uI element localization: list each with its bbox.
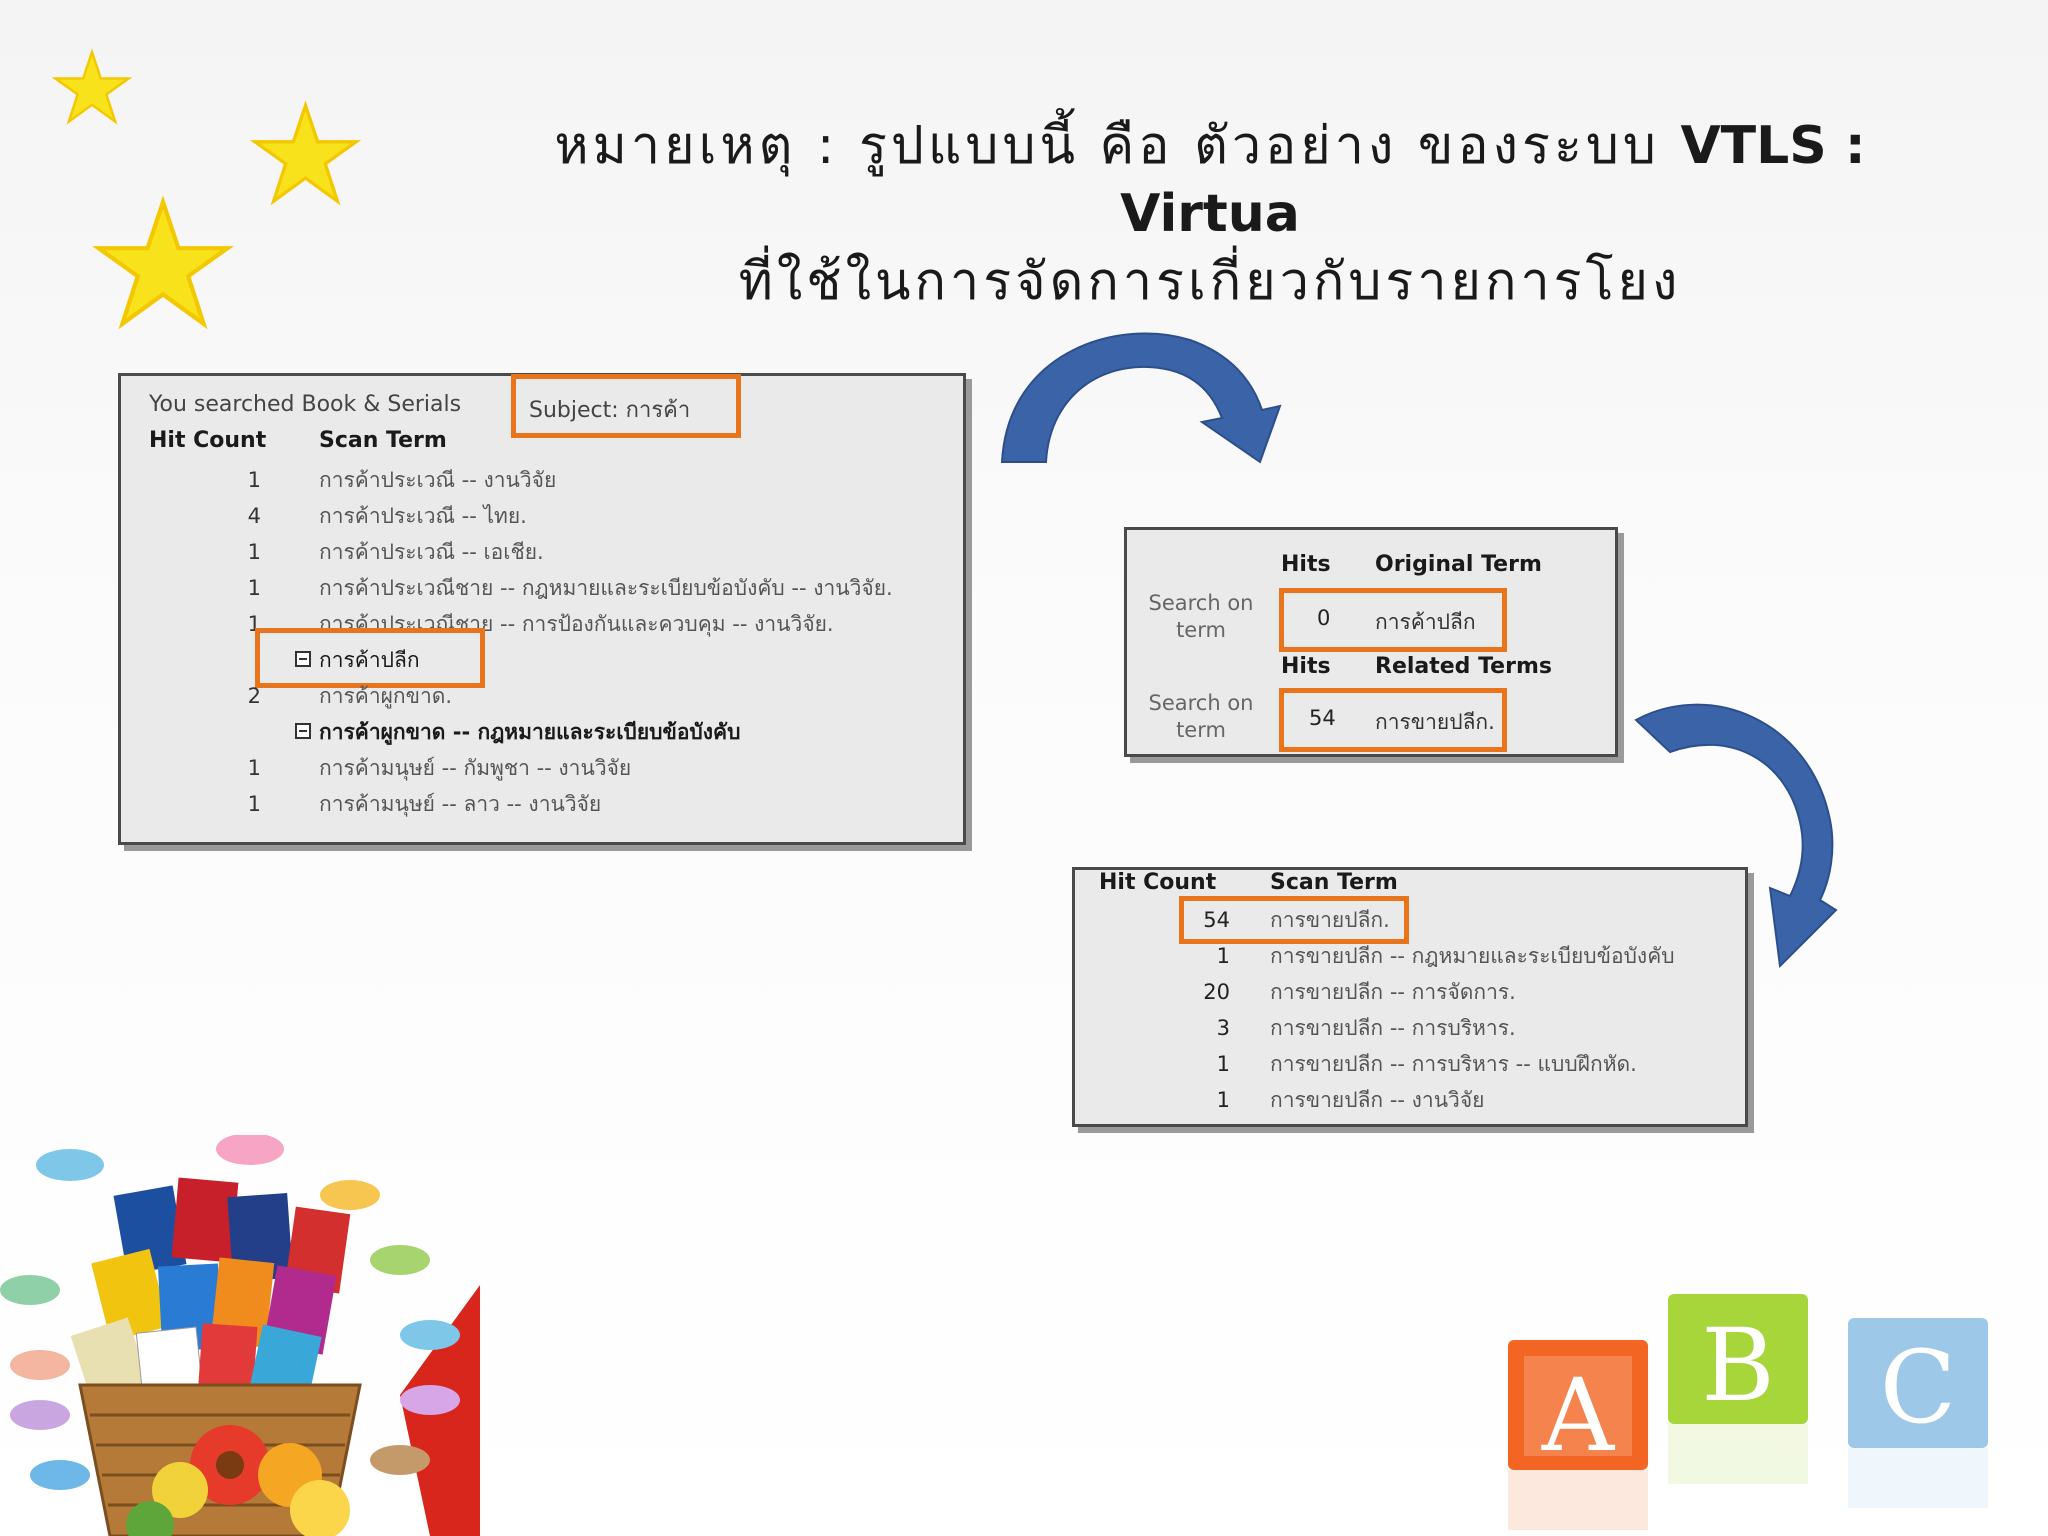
table-row[interactable]: 1 การค้ามนุษย์ -- ลาว -- งานวิจัย xyxy=(121,786,963,822)
table-row[interactable]: 4 การค้าประเวณี -- ไทย. xyxy=(121,498,963,534)
result-highlight xyxy=(1179,896,1409,944)
scan-term-link[interactable]: การค้าประเวณีชาย -- กฎหมายและระเบียบข้อบ… xyxy=(319,576,893,600)
original-term-header: Original Term xyxy=(1375,552,1542,577)
hit-count: 1 xyxy=(1216,1088,1230,1112)
hit-count: 1 xyxy=(1216,944,1230,968)
scan-term-link[interactable]: การค้ามนุษย์ -- กัมพูชา -- งานวิจัย xyxy=(319,756,632,780)
scan-term-link[interactable]: การค้าผูกขาด. xyxy=(319,684,453,708)
table-row[interactable]: 2 การค้าผูกขาด. xyxy=(121,678,963,714)
star-icon xyxy=(92,195,234,330)
table-row[interactable]: การค้าปลีก xyxy=(121,642,963,678)
scan-term-header: Scan Term xyxy=(319,428,447,453)
search-results-panel: You searched Book & Serials Subject: การ… xyxy=(118,373,966,845)
title-brand: VTLS : Virtua xyxy=(1120,116,1866,244)
table-row[interactable]: การค้าผูกขาด -- กฎหมายและระเบียบข้อบังคั… xyxy=(121,714,963,750)
searched-label: You searched Book & Serials xyxy=(149,392,462,417)
hit-count: 1 xyxy=(1216,1052,1230,1076)
collapse-icon[interactable] xyxy=(295,651,311,667)
abc-blocks-illustration: A B C xyxy=(1508,1294,1988,1530)
star-icon xyxy=(249,100,362,206)
hit-count: 54 xyxy=(1203,908,1230,932)
curved-arrow-icon xyxy=(1634,703,1838,969)
table-row[interactable]: 1 การค้าประเวณีชาย -- การป้องกันและควบคุ… xyxy=(121,606,963,642)
hit-count-header: Hit Count xyxy=(1099,870,1217,895)
related-term-highlight xyxy=(1279,688,1507,752)
scan-term-link[interactable]: การขายปลีก -- การจัดการ. xyxy=(1270,980,1516,1004)
scan-term-link[interactable]: การขายปลีก -- การบริหาร -- แบบฝึกหัด. xyxy=(1270,1052,1637,1076)
scan-term-link[interactable]: การขายปลีก -- การบริหาร. xyxy=(1270,1016,1516,1040)
hit-count-header: Hit Count xyxy=(149,428,267,453)
title-line1: หมายเหตุ : รูปแบบนี้ คือ ตัวอย่าง ของระบ… xyxy=(554,116,1660,176)
scan-term-link[interactable]: การขายปลีก. xyxy=(1270,908,1390,932)
hit-count: 3 xyxy=(1216,1016,1230,1040)
hits-header: Hits xyxy=(1281,552,1331,577)
table-row[interactable]: 1 การขายปลีก -- การบริหาร -- แบบฝึกหัด. xyxy=(1075,1046,1745,1082)
table-row[interactable]: 1 การค้าประเวณี -- งานวิจัย xyxy=(121,462,963,498)
hit-count: 1 xyxy=(247,756,261,780)
scan-term-link[interactable]: การค้าประเวณี -- เอเชีย. xyxy=(319,540,544,564)
subject-label[interactable]: Subject: การค้า xyxy=(529,398,691,423)
table-row[interactable]: 1 การค้าประเวณีชาย -- กฎหมายและระเบียบข้… xyxy=(121,570,963,606)
table-row[interactable]: 1 การค้ามนุษย์ -- กัมพูชา -- งานวิจัย xyxy=(121,750,963,786)
hit-count: 4 xyxy=(247,504,261,528)
table-row[interactable]: 54 การขายปลีก. xyxy=(1075,902,1745,938)
hit-count: 20 xyxy=(1203,980,1230,1004)
hit-count: 2 xyxy=(247,684,261,708)
table-row[interactable]: 1 การขายปลีก -- งานวิจัย xyxy=(1075,1082,1745,1118)
related-terms-header: Related Terms xyxy=(1375,654,1552,679)
star-icon xyxy=(52,48,132,125)
table-row[interactable]: 20 การขายปลีก -- การจัดการ. xyxy=(1075,974,1745,1010)
scan-term-link[interactable]: การขายปลีก -- กฎหมายและระเบียบข้อบังคับ xyxy=(1270,944,1675,968)
table-row[interactable]: 1 การค้าประเวณี -- เอเชีย. xyxy=(121,534,963,570)
table-row[interactable]: 1 การขายปลีก -- กฎหมายและระเบียบข้อบังคั… xyxy=(1075,938,1745,974)
original-hits: 0 xyxy=(1317,606,1331,630)
hit-count: 1 xyxy=(247,540,261,564)
scan-term-link[interactable]: การค้าผูกขาด -- กฎหมายและระเบียบข้อบังคั… xyxy=(319,720,741,744)
subject-highlight xyxy=(511,374,741,438)
retail-trade-highlight xyxy=(255,628,485,688)
hit-count: 1 xyxy=(247,792,261,816)
hits-header: Hits xyxy=(1281,654,1331,679)
book-basket-illustration xyxy=(0,1135,480,1536)
scan-term-link[interactable]: การค้าประเวณี -- ไทย. xyxy=(319,504,527,528)
title-line2: ที่ใช้ในการจัดการเกี่ยวกับรายการโยง xyxy=(738,252,1682,312)
page-title: หมายเหตุ : รูปแบบนี้ คือ ตัวอย่าง ของระบ… xyxy=(480,112,1940,316)
related-hits: 54 xyxy=(1309,706,1336,730)
original-term-link[interactable]: การค้าปลีก xyxy=(1375,610,1476,634)
scan-term-link[interactable]: การค้ามนุษย์ -- ลาว -- งานวิจัย xyxy=(319,792,602,816)
collapse-icon[interactable] xyxy=(295,723,311,739)
scan-term-header: Scan Term xyxy=(1270,870,1398,895)
curved-arrow-icon xyxy=(1000,332,1282,464)
related-term-link[interactable]: การขายปลีก. xyxy=(1375,710,1495,734)
table-row[interactable]: 3 การขายปลีก -- การบริหาร. xyxy=(1075,1010,1745,1046)
block-letter-c: C xyxy=(1880,1329,1957,1446)
hit-count: 1 xyxy=(247,576,261,600)
original-term-highlight xyxy=(1279,588,1507,652)
hit-count: 1 xyxy=(247,468,261,492)
block-letter-b: B xyxy=(1701,1307,1775,1424)
scan-term-link[interactable]: การขายปลีก -- งานวิจัย xyxy=(1270,1088,1485,1112)
scan-results-panel: Hit Count Scan Term 54 การขายปลีก. 1 การ… xyxy=(1072,867,1748,1127)
scan-term-link[interactable]: การค้าปลีก xyxy=(319,648,420,672)
scan-term-link[interactable]: การค้าประเวณี -- งานวิจัย xyxy=(319,468,557,492)
block-letter-a: A xyxy=(1541,1357,1616,1474)
